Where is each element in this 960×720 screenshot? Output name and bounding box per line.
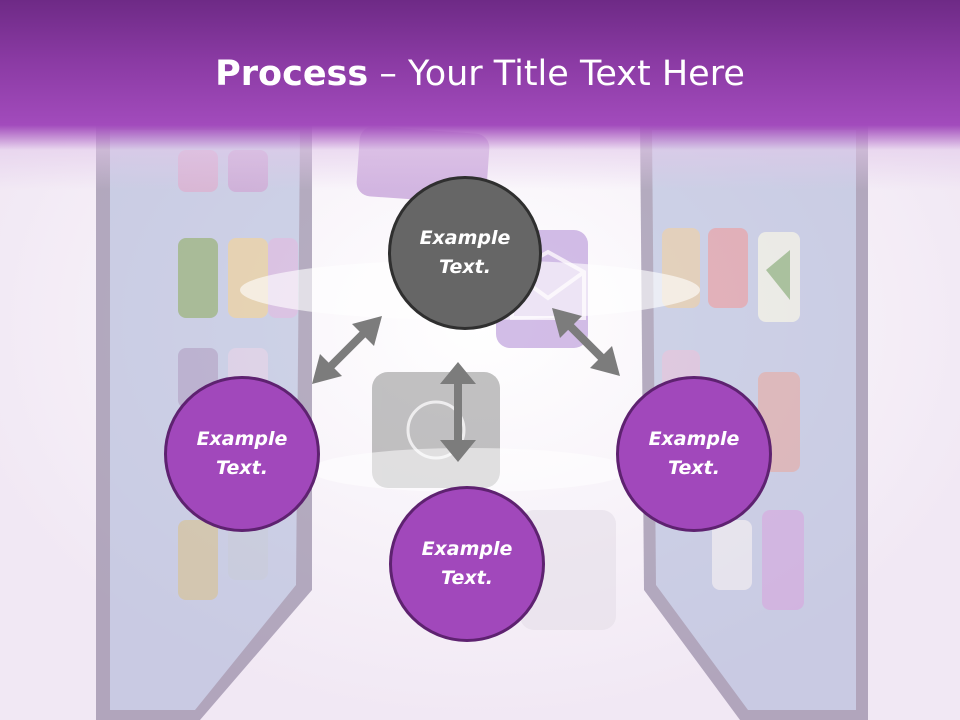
process-node-top: Example Text.	[388, 176, 542, 330]
node-left-label: Example Text.	[196, 428, 288, 479]
arrow-vertical	[440, 362, 476, 462]
node-bottom-label: Example Text.	[421, 538, 513, 589]
process-node-right: Example Text.	[616, 376, 772, 532]
node-top-label: Example Text.	[419, 227, 511, 278]
arrow-top-left	[312, 316, 382, 384]
arrow-top-right	[552, 308, 620, 376]
title-rest: – Your Title Text Here	[368, 54, 745, 94]
title-bar	[0, 0, 960, 190]
process-node-left: Example Text.	[164, 376, 320, 532]
slide-title: Process – Your Title Text Here	[0, 52, 960, 96]
title-bold: Process	[215, 54, 369, 94]
process-node-bottom: Example Text.	[389, 486, 545, 642]
node-right-label: Example Text.	[648, 428, 740, 479]
